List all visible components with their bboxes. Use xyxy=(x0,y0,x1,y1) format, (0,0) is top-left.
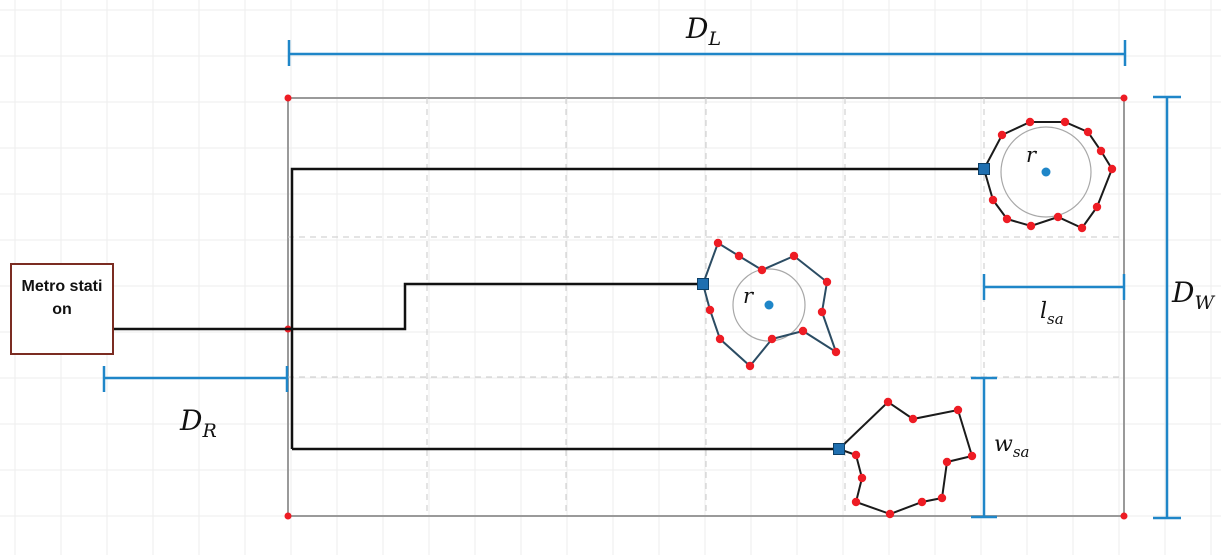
vertex-point xyxy=(917,497,927,507)
metro-station-label: Metro station xyxy=(21,278,103,318)
route-network xyxy=(114,167,984,451)
service-area-3 xyxy=(833,397,977,519)
vertex-point xyxy=(713,238,723,248)
dimension-lsa xyxy=(982,274,1126,300)
entrance-point-3 xyxy=(833,443,845,455)
vertex-point xyxy=(967,451,977,461)
dimension-dl xyxy=(287,40,1127,66)
service-area-2: r xyxy=(697,238,841,371)
vertex-point xyxy=(1025,117,1035,127)
service-boundary-2 xyxy=(701,241,838,368)
dimension-wsa-label: wsa xyxy=(994,432,1029,461)
vertex-point xyxy=(1002,214,1012,224)
route-middle xyxy=(292,282,703,331)
vertex-point xyxy=(988,195,998,205)
vertex-point xyxy=(705,305,715,315)
dimension-dl-label: DL xyxy=(685,12,721,50)
dimension-dr xyxy=(102,366,289,392)
vertex-point xyxy=(767,334,777,344)
entrance-point-2 xyxy=(697,278,709,290)
vertex-point xyxy=(798,326,808,336)
corner-point-br xyxy=(1120,512,1128,520)
entrance-point-1 xyxy=(978,163,990,175)
vertex-point xyxy=(885,509,895,519)
vertex-point xyxy=(1083,127,1093,137)
vertex-point xyxy=(715,334,725,344)
metro-station-box: Metro station xyxy=(10,263,114,355)
vertex-point xyxy=(1107,164,1117,174)
radius-label-2: r xyxy=(743,284,755,308)
vertex-point xyxy=(1060,117,1070,127)
dimension-lsa-label: lsa xyxy=(1040,299,1064,328)
vertex-point xyxy=(942,457,952,467)
vertex-point xyxy=(734,251,744,261)
dimension-dw-label: DW xyxy=(1171,276,1215,314)
vertex-point xyxy=(937,493,947,503)
service-circle-1 xyxy=(1000,126,1092,218)
corner-point-bl xyxy=(284,512,292,520)
service-area-1: r xyxy=(978,117,1117,233)
vertex-point xyxy=(817,307,827,317)
vertex-point xyxy=(1077,223,1087,233)
center-point-1 xyxy=(1041,167,1051,177)
dimension-wsa xyxy=(971,376,997,519)
route-top xyxy=(290,167,984,449)
dimension-dw xyxy=(1153,95,1181,520)
vertex-point xyxy=(997,130,1007,140)
radius-label-1: r xyxy=(1026,143,1038,167)
vertex-point xyxy=(831,347,841,357)
vertex-point xyxy=(857,473,867,483)
vertex-point xyxy=(745,361,755,371)
vertex-point xyxy=(1053,212,1063,222)
vertex-point xyxy=(822,277,832,287)
vertex-point xyxy=(851,497,861,507)
center-point-2 xyxy=(764,300,774,310)
vertex-point xyxy=(883,397,893,407)
vertex-point xyxy=(757,265,767,275)
dimension-dr-label: DR xyxy=(179,404,217,442)
vertex-point xyxy=(1026,221,1036,231)
corner-point-tr xyxy=(1120,94,1128,102)
vertex-point xyxy=(1096,146,1106,156)
vertex-point xyxy=(789,251,799,261)
vertex-point xyxy=(953,405,963,415)
vertex-point xyxy=(908,414,918,424)
vertex-point xyxy=(1092,202,1102,212)
corner-point-tl xyxy=(284,94,292,102)
vertex-point xyxy=(851,450,861,460)
service-boundary-3 xyxy=(837,400,974,516)
